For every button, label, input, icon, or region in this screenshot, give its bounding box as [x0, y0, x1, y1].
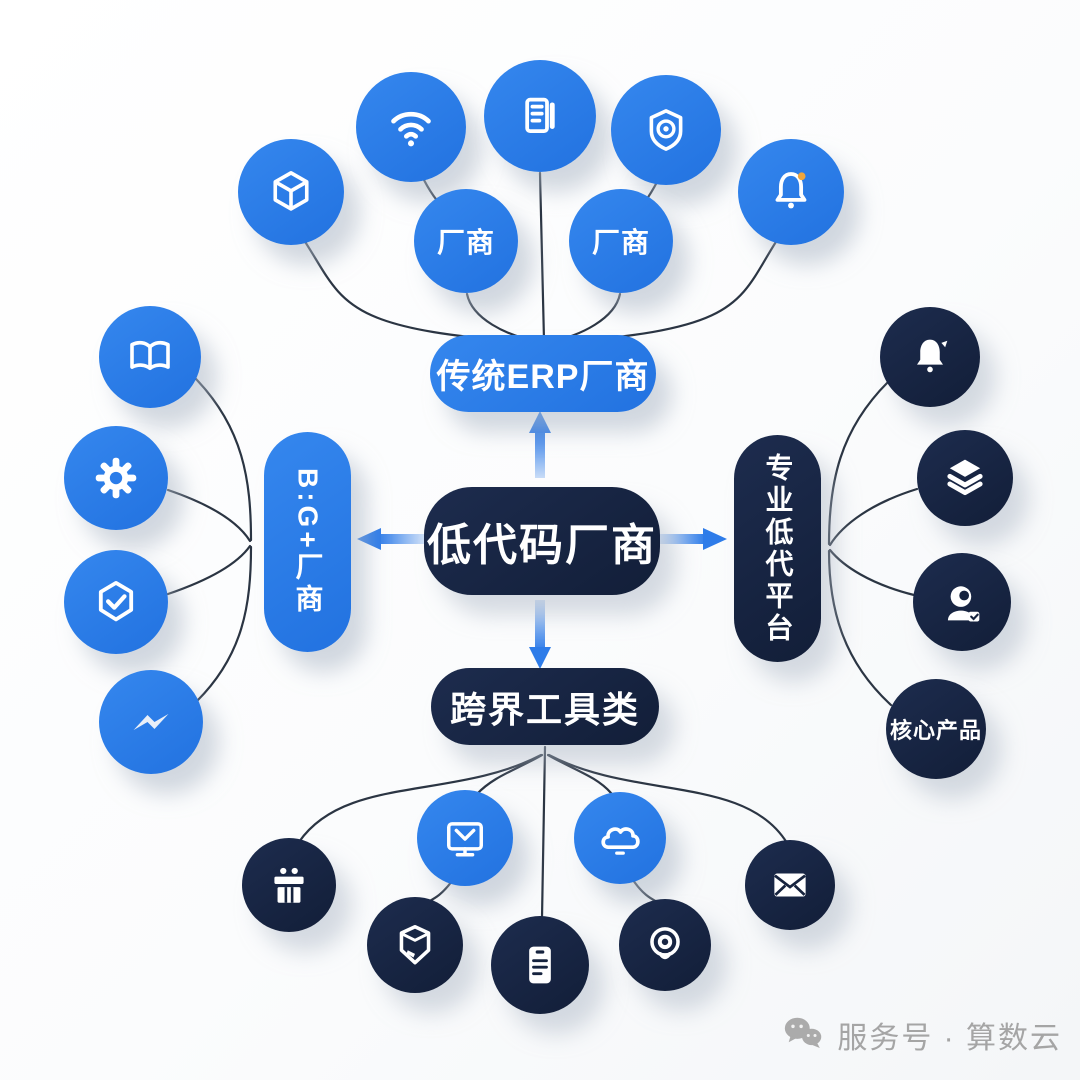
arrow-right: [660, 528, 727, 550]
node-wifi: [356, 72, 466, 182]
news-doc-icon: [512, 88, 568, 144]
node-news-doc: [484, 60, 596, 172]
messenger-bolt-icon: [123, 694, 179, 750]
node-notepad: [491, 916, 589, 1014]
vendor-2-label: 厂商: [591, 227, 650, 258]
node-bell-dark: [880, 307, 980, 407]
node-messenger-bolt: [99, 670, 203, 774]
envelope-icon: [765, 860, 815, 910]
cube-icon: [264, 165, 318, 219]
open-book-icon: [123, 330, 177, 384]
branch-left-label: B:G+厂商: [292, 468, 324, 616]
node-monitor-mail: [417, 790, 513, 886]
location-target-icon: [640, 920, 690, 970]
node-shield-badge: [611, 75, 721, 185]
node-cube: [238, 139, 344, 245]
arrow-up: [529, 411, 551, 478]
layers-stack-icon: [939, 452, 991, 504]
node-cloud: [574, 792, 666, 884]
wechat-icon: [781, 1012, 827, 1058]
core-product-label: 核心产品: [889, 718, 982, 743]
branch-node-cross-border-tools: 跨界工具类: [431, 668, 659, 745]
cloud-icon: [594, 812, 646, 864]
node-shield-box: [367, 897, 463, 993]
vendor-1-label: 厂商: [436, 227, 495, 258]
node-location-target: [619, 899, 711, 991]
center-node-label: 低代码厂商: [427, 521, 657, 570]
node-gift: [242, 838, 336, 932]
node-gear: [64, 426, 168, 530]
node-bell-blue: [738, 139, 844, 245]
user-badge-icon: [936, 576, 988, 628]
node-envelope: [745, 840, 835, 930]
shield-badge-icon: [639, 103, 693, 157]
monitor-mail-icon: [439, 812, 491, 864]
watermark: 服务号 · 算数云: [781, 1012, 1062, 1058]
branch-bottom-label: 跨界工具类: [449, 688, 640, 730]
bell-icon: [904, 331, 956, 383]
branch-node-professional-low-code-platform: 专业低代平台: [734, 435, 821, 662]
branch-node-bg-vendors: B:G+厂商: [264, 432, 351, 652]
gear-icon: [89, 451, 143, 505]
node-user-badge: [913, 553, 1011, 651]
notepad-icon: [514, 939, 566, 991]
node-layers-stack: [917, 430, 1013, 526]
node-open-book: [99, 306, 201, 408]
wifi-icon: [383, 99, 439, 155]
branch-top-label: 传统ERP厂商: [436, 358, 650, 396]
node-core-product: 核心产品: [886, 679, 986, 779]
arrow-down: [529, 600, 551, 669]
center-node-low-code-vendors: 低代码厂商: [424, 487, 660, 595]
node-vendor-2: 厂商: [569, 189, 673, 293]
shield-box-icon: [390, 920, 440, 970]
node-vendor-1: 厂商: [414, 189, 518, 293]
bell-icon: [764, 165, 818, 219]
watermark-text: 服务号 · 算数云: [837, 1022, 1062, 1055]
hexagon-check-icon: [89, 575, 143, 629]
branch-node-traditional-erp: 传统ERP厂商: [430, 335, 656, 412]
arrow-left: [357, 528, 424, 550]
branch-right-label: 专业低代平台: [762, 452, 794, 645]
gift-icon: [264, 860, 314, 910]
node-hexagon-check: [64, 550, 168, 654]
